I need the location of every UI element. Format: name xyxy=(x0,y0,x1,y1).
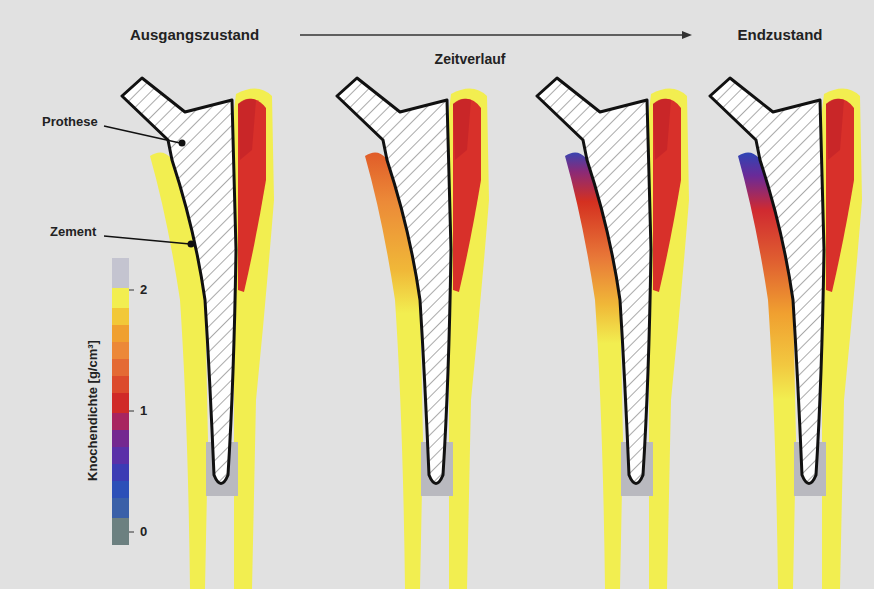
stage-heading: Endzustand xyxy=(738,26,823,43)
scale-number: 2 xyxy=(140,282,147,297)
leader-dot xyxy=(188,241,195,248)
leader-line xyxy=(104,236,190,244)
time-arrow xyxy=(300,34,684,35)
axis-heading: Zeitverlauf xyxy=(435,51,506,67)
leader-line xyxy=(104,126,180,143)
arrow-head xyxy=(682,31,692,39)
femur-figure xyxy=(122,78,274,589)
femur-figure xyxy=(710,78,862,589)
scale-number: 1 xyxy=(140,403,147,418)
femur-figure xyxy=(537,78,689,589)
color-scale xyxy=(112,258,134,545)
scale-number: 0 xyxy=(140,524,147,539)
leader-dot xyxy=(179,140,186,147)
part-name: Zement xyxy=(50,224,96,239)
femur-figure xyxy=(337,78,489,589)
part-name: Prothese xyxy=(42,114,98,129)
axis-title: Knochendichte [g/cm³] xyxy=(85,340,100,481)
stage-heading: Ausgangszustand xyxy=(130,26,259,43)
